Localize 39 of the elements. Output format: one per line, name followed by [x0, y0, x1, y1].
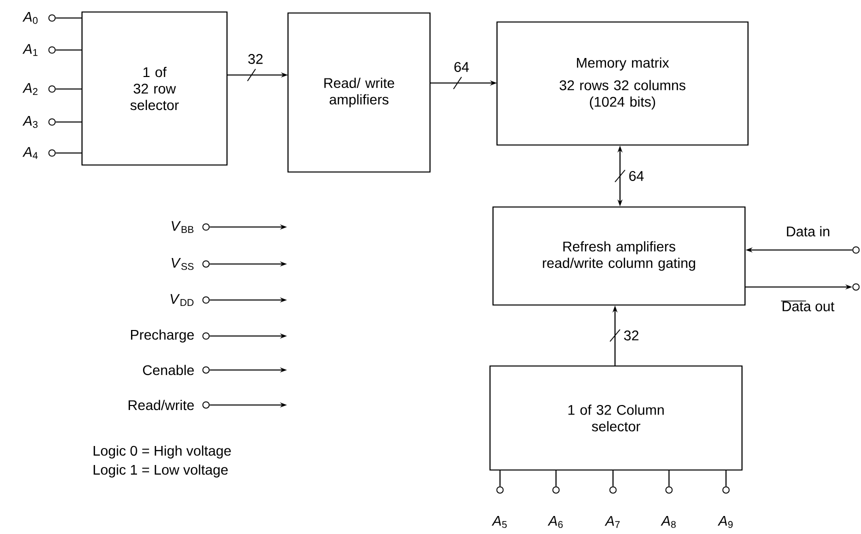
connector [56, 17, 82, 19]
block-box: 1 of 32 row selector [81, 11, 228, 166]
pin-label: V$_{BB}$ [172, 221, 194, 233]
pin-label: A$_{6}$ [548, 516, 563, 528]
connector [612, 470, 614, 486]
block-box: Read/ write amplifiers [287, 12, 431, 173]
connector [56, 49, 82, 51]
edge-label: 64 [454, 62, 469, 72]
pin-label: A$_{8}$ [660, 516, 676, 528]
pin-label: Cenable [143, 364, 194, 376]
pin-label: A$_{9}$ [718, 516, 733, 528]
edge-label: 32 [624, 330, 638, 340]
pin-label: A$_{3}$ [22, 116, 38, 128]
block-box: 1 of 32 Column selector [489, 365, 743, 471]
pin-label: A$_{7}$ [604, 516, 620, 528]
pin-label: Data out [782, 302, 834, 312]
connector [668, 470, 670, 486]
note-text: Logic 1 = Low voltage [94, 464, 228, 478]
pin-label: Data in [786, 226, 830, 236]
connector [555, 470, 557, 486]
pin-label: A$_{0}$ [22, 12, 38, 24]
pin-label: V$_{DD}$ [170, 294, 194, 306]
connector [499, 470, 501, 486]
pin-label: A$_{2}$ [22, 83, 38, 95]
pin-label: V$_{SS}$ [172, 258, 194, 270]
pin-label: Read/write [128, 400, 194, 410]
connector [56, 121, 82, 123]
edge-label: 64 [629, 171, 644, 181]
edge-label: 32 [248, 54, 263, 64]
pin-label: Precharge [131, 329, 194, 343]
note-text: Logic 0 = High voltage [94, 445, 231, 459]
block-box: Memory matrix 32 rows 32 columns (1024 bits) [496, 21, 749, 146]
connector [725, 470, 727, 486]
connector [56, 152, 82, 154]
pin-label: A$_{1}$ [22, 44, 38, 56]
pin-label: A$_{5}$ [492, 516, 507, 528]
block-box: Refresh amplifiers read/write column gating [492, 206, 746, 306]
pin-label: A$_{4}$ [22, 147, 38, 159]
connector [56, 88, 82, 90]
